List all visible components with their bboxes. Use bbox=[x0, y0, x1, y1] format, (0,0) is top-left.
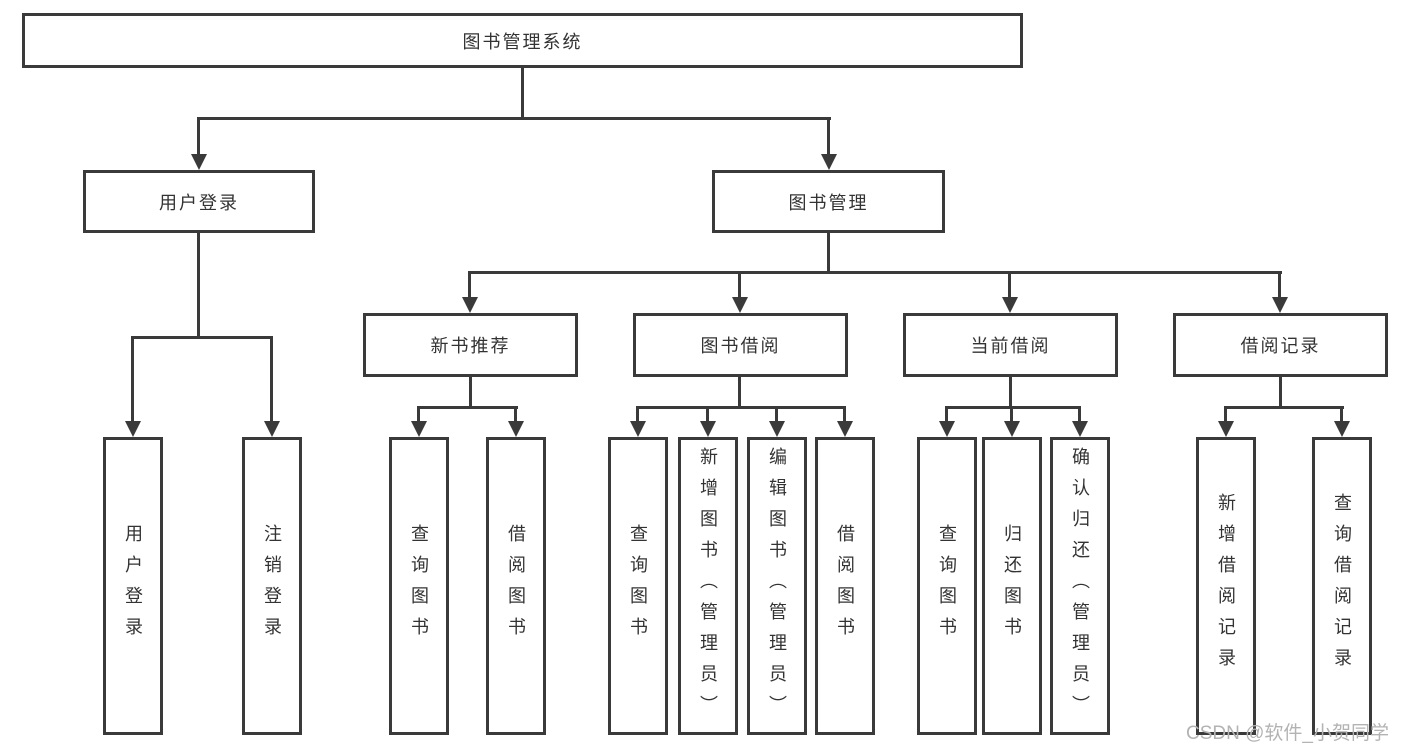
arrow-down-icon bbox=[191, 154, 207, 170]
connector-line bbox=[514, 406, 517, 422]
leaf-query-books-borrow: 查询图书 bbox=[608, 437, 668, 735]
arrow-down-icon bbox=[1334, 421, 1350, 437]
connector-line bbox=[738, 271, 741, 298]
node-book-management: 图书管理 bbox=[712, 170, 945, 233]
connector-line bbox=[1279, 377, 1282, 407]
connector-line bbox=[1009, 377, 1012, 407]
leaf-return-book: 归还图书 bbox=[982, 437, 1042, 735]
connector-line bbox=[197, 117, 200, 155]
node-user-login: 用户登录 bbox=[83, 170, 315, 233]
node-label: 图书借阅 bbox=[700, 336, 781, 356]
connector-line bbox=[1340, 406, 1343, 422]
connector-line bbox=[468, 271, 1282, 274]
leaf-label: 归还图书 bbox=[1002, 524, 1022, 648]
leaf-borrow-books-recommend: 借阅图书 bbox=[486, 437, 546, 735]
leaf-label: 注销登录 bbox=[262, 524, 282, 648]
connector-line bbox=[1008, 271, 1011, 298]
node-book-borrow: 图书借阅 bbox=[633, 313, 848, 377]
connector-line bbox=[131, 336, 134, 422]
leaf-add-book-admin: 新增图书（管理员） bbox=[678, 437, 738, 735]
leaf-label: 借阅图书 bbox=[506, 524, 526, 648]
leaf-logout: 注销登录 bbox=[242, 437, 302, 735]
connector-line bbox=[843, 406, 846, 422]
arrow-down-icon bbox=[630, 421, 646, 437]
arrow-down-icon bbox=[411, 421, 427, 437]
leaf-confirm-return-admin: 确认归还（管理员） bbox=[1050, 437, 1110, 735]
connector-line bbox=[468, 271, 471, 298]
arrow-down-icon bbox=[125, 421, 141, 437]
arrow-down-icon bbox=[1072, 421, 1088, 437]
node-label: 新书推荐 bbox=[430, 336, 511, 356]
leaf-label: 查询图书 bbox=[409, 524, 429, 648]
arrow-down-icon bbox=[462, 297, 478, 313]
arrow-down-icon bbox=[1272, 297, 1288, 313]
node-label: 用户登录 bbox=[159, 192, 239, 213]
leaf-label: 编辑图书（管理员） bbox=[767, 446, 787, 726]
leaf-label: 查询借阅记录 bbox=[1332, 493, 1352, 679]
connector-line bbox=[738, 377, 741, 407]
connector-line bbox=[1078, 406, 1081, 422]
connector-line bbox=[945, 406, 1081, 409]
arrow-down-icon bbox=[821, 154, 837, 170]
connector-line bbox=[945, 406, 948, 422]
connector-line bbox=[775, 406, 778, 422]
arrow-down-icon bbox=[264, 421, 280, 437]
connector-line bbox=[827, 233, 830, 272]
leaf-label: 借阅图书 bbox=[835, 524, 855, 648]
node-label: 图书管理系统 bbox=[462, 31, 583, 52]
leaf-query-books-recommend: 查询图书 bbox=[389, 437, 449, 735]
node-borrow-records: 借阅记录 bbox=[1173, 313, 1388, 377]
connector-line bbox=[417, 406, 518, 409]
csdn-watermark: CSDN @软件_小贺同学 bbox=[1186, 723, 1389, 744]
connector-line bbox=[417, 406, 420, 422]
arrow-down-icon bbox=[837, 421, 853, 437]
arrow-down-icon bbox=[939, 421, 955, 437]
connector-line bbox=[827, 117, 830, 155]
arrow-down-icon bbox=[1218, 421, 1234, 437]
leaf-label: 查询图书 bbox=[937, 524, 957, 648]
node-label: 当前借阅 bbox=[970, 336, 1051, 356]
leaf-label: 用户登录 bbox=[123, 524, 143, 648]
node-label: 借阅记录 bbox=[1240, 336, 1321, 356]
connector-line bbox=[636, 406, 846, 409]
connector-line bbox=[197, 233, 200, 337]
leaf-label: 确认归还（管理员） bbox=[1070, 446, 1090, 726]
leaf-user-login: 用户登录 bbox=[103, 437, 163, 735]
leaf-label: 新增图书（管理员） bbox=[698, 446, 718, 726]
connector-line bbox=[1278, 271, 1281, 298]
connector-line bbox=[469, 377, 472, 407]
node-label: 图书管理 bbox=[788, 192, 869, 213]
connector-line bbox=[1010, 406, 1013, 422]
arrow-down-icon bbox=[732, 297, 748, 313]
arrow-down-icon bbox=[700, 421, 716, 437]
connector-line bbox=[1224, 406, 1344, 409]
leaf-label: 新增借阅记录 bbox=[1216, 493, 1236, 679]
leaf-borrow-books: 借阅图书 bbox=[815, 437, 875, 735]
connector-line bbox=[131, 336, 273, 339]
node-new-book-recommend: 新书推荐 bbox=[363, 313, 578, 377]
connector-line bbox=[1224, 406, 1227, 422]
arrow-down-icon bbox=[508, 421, 524, 437]
arrow-down-icon bbox=[769, 421, 785, 437]
node-current-borrow: 当前借阅 bbox=[903, 313, 1118, 377]
connector-line bbox=[270, 336, 273, 422]
arrow-down-icon bbox=[1002, 297, 1018, 313]
leaf-add-borrow-record: 新增借阅记录 bbox=[1196, 437, 1256, 735]
leaf-label: 查询图书 bbox=[628, 524, 648, 648]
connector-line bbox=[521, 68, 524, 117]
leaf-edit-book-admin: 编辑图书（管理员） bbox=[747, 437, 807, 735]
arrow-down-icon bbox=[1004, 421, 1020, 437]
leaf-query-borrow-record: 查询借阅记录 bbox=[1312, 437, 1372, 735]
connector-line bbox=[636, 406, 639, 422]
node-library-system: 图书管理系统 bbox=[22, 13, 1023, 68]
connector-line bbox=[706, 406, 709, 422]
connector-line bbox=[197, 117, 831, 120]
leaf-query-books-current: 查询图书 bbox=[917, 437, 977, 735]
